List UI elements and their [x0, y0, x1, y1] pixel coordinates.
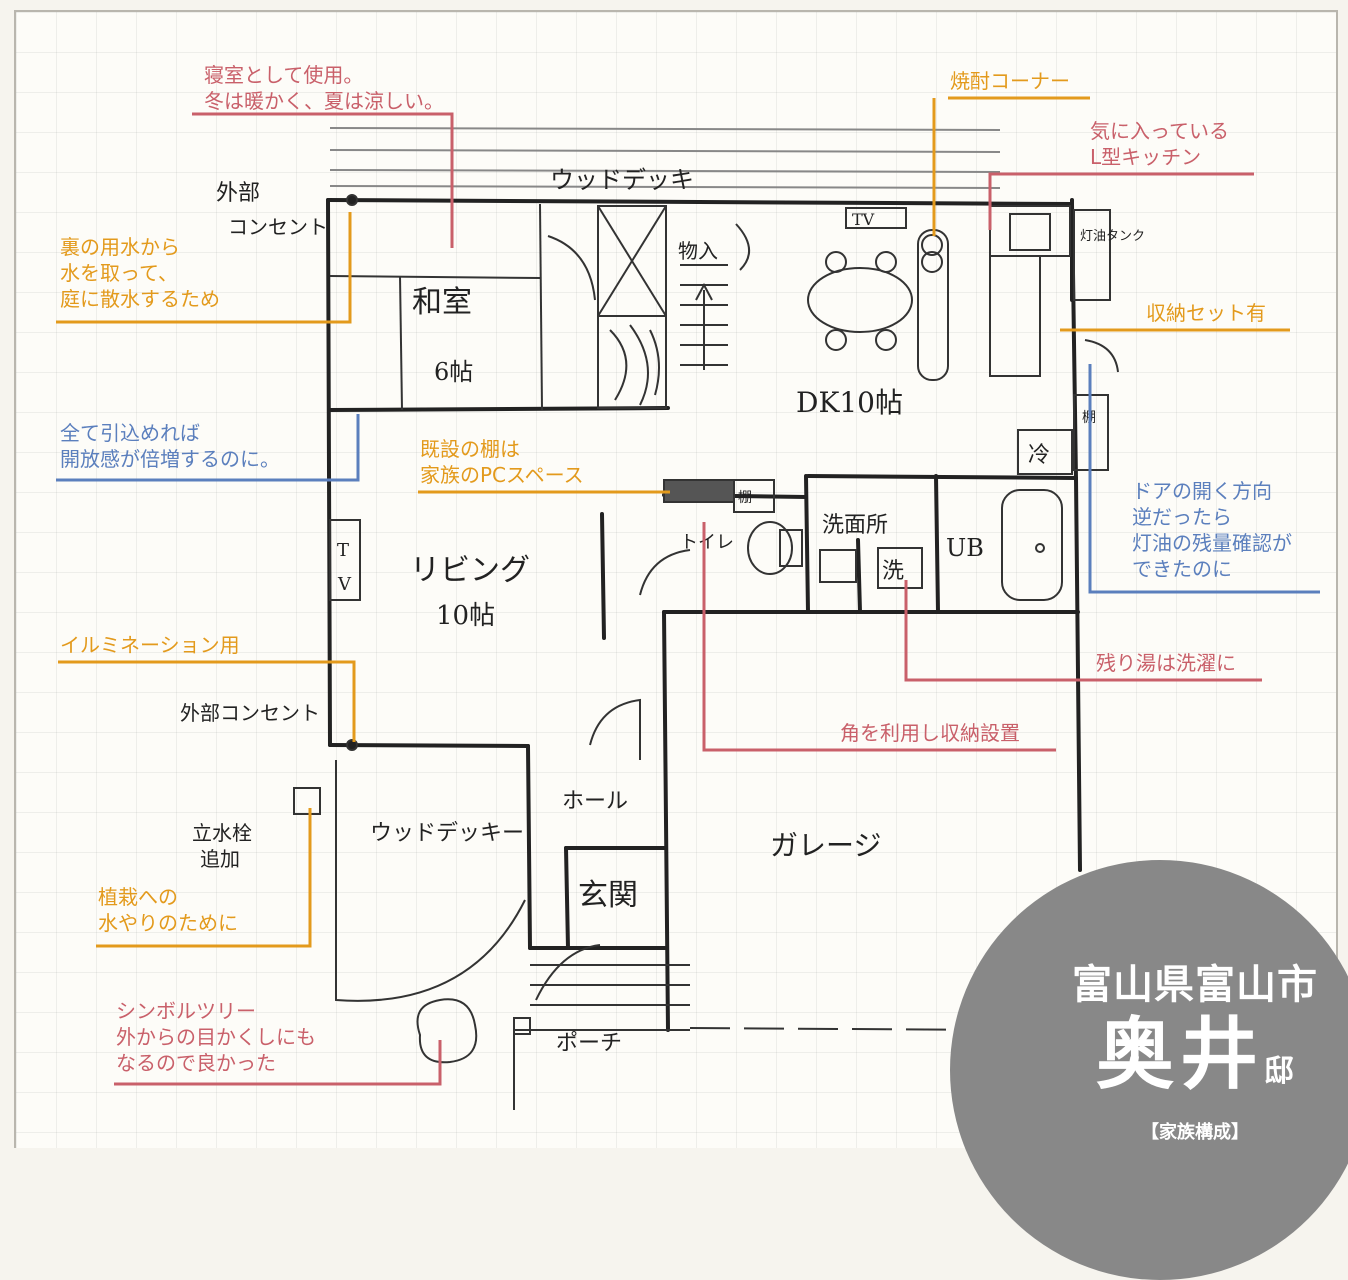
annotation-leftover-water: 残り湯は洗濯に	[1096, 651, 1236, 675]
annotation-kitchen-line-2: L型キッチン	[1090, 145, 1202, 169]
room-labels: ウッドデッキ 和室 6帖 物入 TV DK10帖 灯油タンク 棚 冷 棚 リビン…	[180, 166, 1145, 1056]
annotation-openness-line-1: 全て引込めれば	[60, 421, 200, 445]
annotation-door-line-4: できたのに	[1132, 557, 1232, 581]
label-outlet-top-2: コンセント	[228, 215, 328, 239]
room-label-tv-dk: TV	[852, 210, 875, 229]
annotation-planting: 植栽への 水やりのために	[98, 884, 238, 936]
annotation-illumination: イルミネーション用	[60, 633, 240, 657]
interior-lines	[293, 127, 1119, 1110]
porch-steps	[513, 964, 690, 1110]
room-label-kerosene-tank: 灯油タンク	[1080, 229, 1145, 244]
annotation-door-direction: ドアの開く方向 逆だったら 灯油の残量確認が できたのに	[1132, 478, 1292, 582]
annotation-corner-storage: 角を利用し収納設置	[840, 721, 1020, 745]
annotation-door-line-3: 灯油の残量確認が	[1132, 531, 1292, 555]
annotation-symbol-line-1: シンボルツリー	[116, 999, 256, 1023]
room-label-tv-living-t: T	[337, 540, 349, 561]
annotation-pc-space-line-2: 家族のPCスペース	[420, 463, 584, 487]
room-label-washitsu-size: 6帖	[434, 358, 473, 386]
annotation-kitchen-line-1: 気に入っている	[1090, 119, 1229, 143]
annotation-bedroom: 寝室として使用。 冬は暖かく、夏は涼しい。	[204, 62, 444, 114]
room-label-living-size: 10帖	[436, 601, 495, 631]
annotation-symbol-line-3: なるので良かった	[116, 1051, 276, 1075]
annotation-planting-line-2: 水やりのために	[98, 911, 238, 935]
room-label-storage: 物入	[678, 239, 718, 263]
annotation-backwater-line-1: 裏の用水から	[60, 235, 180, 259]
annotation-door-line-2: 逆だったら	[1132, 505, 1232, 529]
room-label-garage: ガレージ	[770, 829, 881, 862]
annotation-symbol-line-2: 外からの目かくしにも	[116, 1025, 316, 1049]
annotation-bedroom-line-2: 冬は暖かく、夏は涼しい。	[204, 89, 444, 113]
room-label-senmenjo: 洗面所	[822, 513, 888, 538]
room-label-dk: DK10帖	[796, 386, 903, 419]
stairs	[680, 264, 728, 370]
badge-family-name: 奥井邸	[1040, 1010, 1348, 1121]
leader-lines	[56, 96, 1320, 1086]
room-label-genkan: 玄関	[578, 878, 638, 913]
annotation-door-line-1: ドアの開く方向	[1132, 479, 1272, 503]
annotation-shochu-corner: 焼酎コーナー	[950, 69, 1070, 93]
room-label-washer: 洗	[882, 559, 904, 584]
room-label-washitsu: 和室	[412, 285, 472, 320]
room-label-wood-deck-left: ウッドデッキー	[370, 821, 524, 846]
annotation-symbol-tree: シンボルツリー 外からの目かくしにも なるので良かった	[116, 998, 316, 1076]
room-label-living: リビング	[410, 553, 530, 588]
annotation-backwater: 裏の用水から 水を取って、 庭に散水するため	[60, 234, 220, 312]
label-outlet-top-1: 外部	[216, 181, 260, 206]
label-hydrant-2: 追加	[200, 847, 240, 871]
annotation-storage-set: 収納セット有	[1146, 301, 1266, 325]
room-label-porch: ポーチ	[556, 1031, 622, 1056]
badge-city: 富山県富山市	[1072, 962, 1318, 1008]
annotation-planting-line-1: 植栽への	[98, 885, 178, 909]
badge-residence-suffix: 邸	[1264, 1054, 1294, 1089]
annotation-backwater-line-2: 水を取って、	[60, 261, 178, 285]
annotation-kitchen: 気に入っている L型キッチン	[1090, 118, 1229, 170]
room-label-hall: ホール	[562, 789, 628, 814]
annotation-bedroom-line-1: 寝室として使用。	[204, 63, 364, 87]
walls	[326, 198, 1082, 1032]
label-outlet-mid: 外部コンセント	[180, 701, 320, 725]
badge-family-composition-label: 【家族構成】	[1141, 1122, 1249, 1143]
room-label-ub: UB	[946, 534, 984, 562]
badge-surname: 奥井	[1095, 1010, 1264, 1100]
room-label-wood-deck-top: ウッドデッキ	[550, 166, 694, 194]
room-label-fridge: 冷	[1028, 443, 1050, 468]
annotation-openness: 全て引込めれば 開放感が倍増するのに。	[60, 420, 280, 472]
annotation-openness-line-2: 開放感が倍増するのに。	[60, 447, 280, 471]
room-label-toilet: トイレ	[680, 532, 734, 553]
room-label-tv-living-v: V	[337, 574, 352, 595]
room-label-shelf-toilet: 棚	[738, 490, 752, 506]
annotation-pc-space: 既設の棚は 家族のPCスペース	[420, 436, 584, 488]
annotation-pc-space-line-1: 既設の棚は	[420, 437, 520, 461]
floor-plan: ウッドデッキ 和室 6帖 物入 TV DK10帖 灯油タンク 棚 冷 棚 リビン…	[56, 96, 1320, 1110]
annotation-backwater-line-3: 庭に散水するため	[60, 287, 220, 311]
label-hydrant-1: 立水栓	[192, 821, 252, 845]
